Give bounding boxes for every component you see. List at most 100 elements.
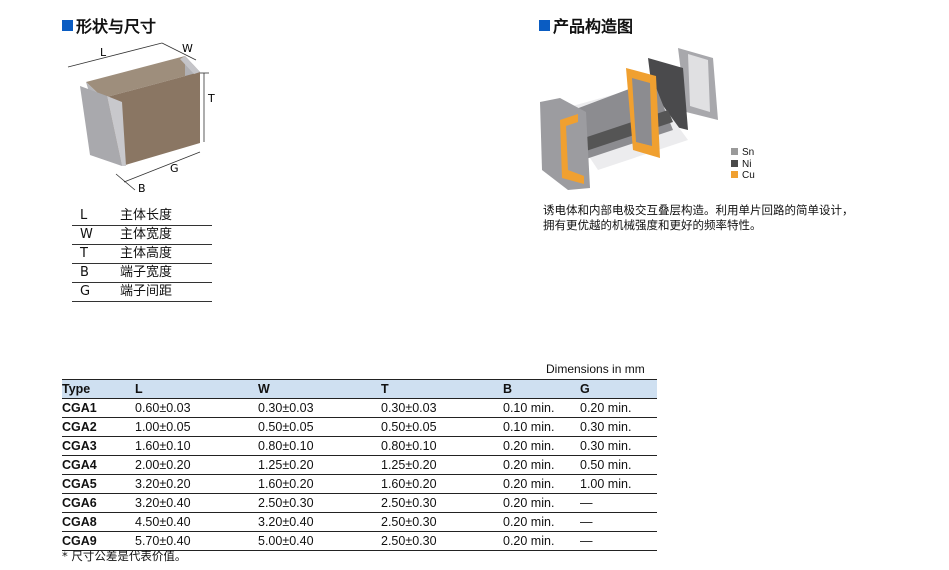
legend-key: L — [80, 208, 88, 223]
legend-row: G 端子间距 — [72, 283, 212, 302]
table-cell: 2.50±0.30 — [381, 515, 437, 529]
description-line: 诱电体和内部电极交互叠层构造。利用单片回路的简单设计， — [543, 203, 854, 217]
header-b: B — [503, 382, 513, 396]
table-cell: 0.20 min. — [503, 534, 555, 548]
table-cell: 0.30±0.03 — [381, 401, 437, 415]
material-label: Sn — [742, 147, 755, 158]
table-cell: 4.50±0.40 — [135, 515, 191, 529]
table-cell: 0.20 min. — [580, 401, 632, 415]
table-cell: — — [580, 496, 593, 510]
legend-key: G — [80, 284, 91, 299]
legend-row: L 主体长度 — [72, 207, 212, 226]
legend-key: T — [80, 246, 88, 261]
label-B: B — [138, 182, 146, 195]
legend-row: T 主体高度 — [72, 245, 212, 264]
table-cell: 3.20±0.40 — [135, 496, 191, 510]
header-g: G — [580, 382, 590, 396]
material-ni: Ni — [731, 159, 755, 171]
cu-swatch-icon — [731, 171, 738, 178]
table-cell: 1.25±0.20 — [381, 458, 437, 472]
table-cell: 1.60±0.10 — [135, 439, 191, 453]
legend-desc: 端子间距 — [120, 284, 173, 299]
header-t: T — [381, 382, 389, 396]
header-l: L — [135, 382, 143, 396]
table-cell: — — [580, 534, 593, 548]
legend-key: B — [80, 265, 89, 280]
table-cell: CGA2 — [62, 420, 97, 434]
table-cell: — — [580, 515, 593, 529]
legend-row: W 主体宽度 — [72, 226, 212, 245]
structure-description: 诱电体和内部电极交互叠层构造。利用单片回路的简单设计， 拥有更优越的机械强度和更… — [543, 203, 854, 233]
table-cell: 3.20±0.20 — [135, 477, 191, 491]
table-cell: 0.50±0.05 — [381, 420, 437, 434]
material-label: Ni — [742, 158, 752, 170]
table-cell: 0.60±0.03 — [135, 401, 191, 415]
unit-label: Dimensions in mm — [546, 362, 645, 376]
sn-swatch-icon — [731, 148, 738, 155]
table-cell: 1.25±0.20 — [258, 458, 314, 472]
label-T: T — [207, 92, 215, 105]
label-L: L — [100, 46, 107, 59]
structure-title-text: 产品构造图 — [553, 17, 634, 36]
table-cell: 2.00±0.20 — [135, 458, 191, 472]
label-G: G — [170, 162, 179, 175]
description-line: 拥有更优越的机械强度和更好的频率特性。 — [543, 218, 762, 232]
table-cell: CGA4 — [62, 458, 97, 472]
bullet-square-icon — [62, 19, 73, 31]
bullet-square-icon — [539, 19, 550, 31]
table-cell: CGA9 — [62, 534, 97, 548]
table-cell: CGA1 — [62, 401, 97, 415]
material-cu: Cu — [731, 170, 755, 182]
table-cell: 0.80±0.10 — [258, 439, 314, 453]
table-cell: 0.50 min. — [580, 458, 632, 472]
dimensions-table: Type L W T B G CGA1 0.60±0.03 0.30±0.03 0.3… — [62, 379, 657, 551]
table-row: CGA4 2.00±0.20 1.25±0.20 1.25±0.20 0.20 min.… — [62, 456, 657, 475]
shape-section-title: 形状与尺寸 — [62, 13, 156, 37]
legend-desc: 主体长度 — [120, 208, 173, 223]
table-cell: 0.50±0.05 — [258, 420, 314, 434]
table-header: Type L W T B G — [62, 380, 657, 399]
table-cell: 0.80±0.10 — [381, 439, 437, 453]
table-cell: 5.00±0.40 — [258, 534, 314, 548]
legend-key: W — [80, 227, 93, 242]
table-cell: 0.30 min. — [580, 439, 632, 453]
legend-desc: 主体宽度 — [120, 227, 173, 242]
table-cell: 1.60±0.20 — [258, 477, 314, 491]
shape-title-text: 形状与尺寸 — [76, 17, 157, 36]
table-cell: 1.00±0.05 — [135, 420, 191, 434]
table-cell: 1.60±0.20 — [381, 477, 437, 491]
table-cell: CGA3 — [62, 439, 97, 453]
material-legend: Sn Ni Cu — [731, 147, 755, 182]
table-cell: 3.20±0.40 — [258, 515, 314, 529]
table-cell: 0.20 min. — [503, 515, 555, 529]
structure-drawing — [540, 48, 718, 190]
table-cell: 2.50±0.30 — [381, 496, 437, 510]
header-type: Type — [62, 382, 91, 396]
material-sn: Sn — [731, 147, 755, 159]
table-cell: 1.00 min. — [580, 477, 632, 491]
structure-section-title: 产品构造图 — [539, 13, 633, 37]
table-cell: 0.30±0.03 — [258, 401, 314, 415]
table-cell: 2.50±0.30 — [258, 496, 314, 510]
ni-swatch-icon — [731, 159, 738, 167]
table-cell: 0.10 min. — [503, 401, 555, 415]
legend-desc: 主体高度 — [120, 246, 173, 261]
material-label: Cu — [742, 170, 755, 181]
label-W: W — [182, 42, 193, 55]
chip-dimension-drawing: L W T B G — [67, 42, 215, 195]
table-cell: 0.20 min. — [503, 496, 555, 510]
table-cell: 0.10 min. — [503, 420, 555, 434]
table-cell: CGA5 — [62, 477, 97, 491]
table-row: CGA6 3.20±0.40 2.50±0.30 2.50±0.30 0.20 min.… — [62, 494, 657, 513]
table-cell: CGA6 — [62, 496, 97, 510]
tolerance-note: * 尺寸公差是代表价值。 — [62, 549, 187, 563]
table-cell: 0.30 min. — [580, 420, 632, 434]
table-cell: 0.20 min. — [503, 458, 555, 472]
